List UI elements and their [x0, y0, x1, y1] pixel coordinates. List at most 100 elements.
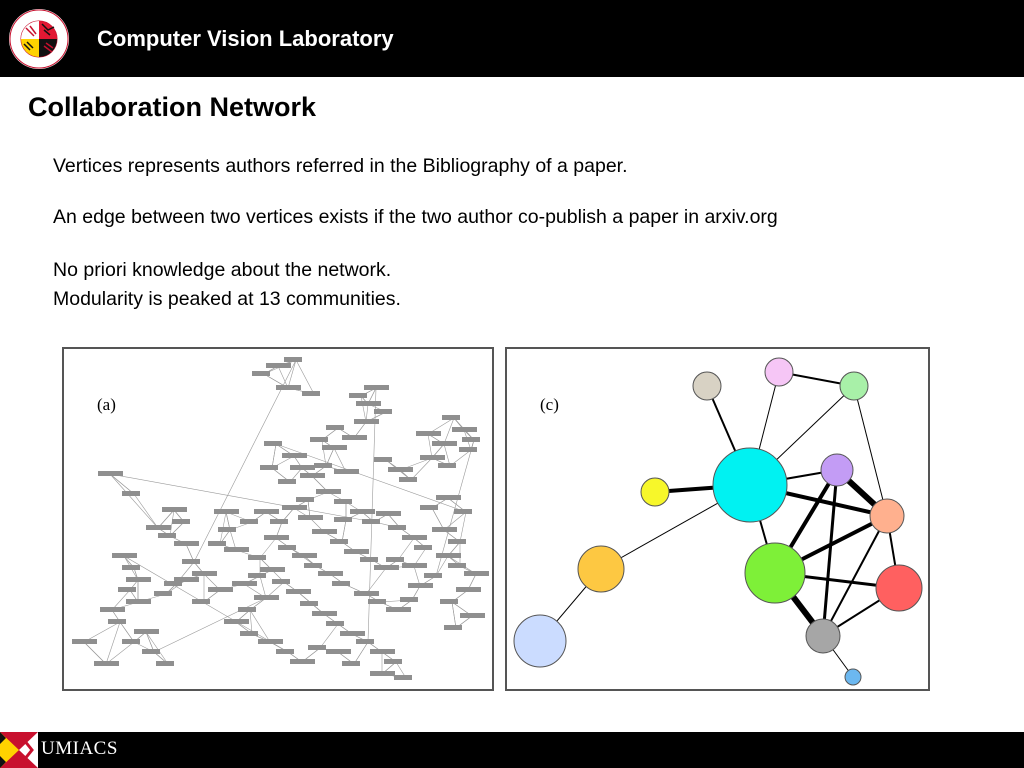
author-node	[334, 499, 352, 504]
author-node	[342, 661, 360, 666]
author-node	[264, 535, 289, 540]
author-edge	[413, 565, 421, 587]
figure-a-label: (a)	[97, 395, 116, 414]
author-node	[248, 573, 266, 578]
author-edge	[111, 589, 131, 611]
author-node	[214, 509, 239, 514]
author-edge	[451, 601, 457, 629]
author-node	[454, 509, 472, 514]
author-node	[304, 563, 322, 568]
author-node	[318, 571, 343, 576]
university-seal-icon	[9, 9, 69, 69]
author-node	[112, 553, 137, 558]
author-node	[122, 639, 140, 644]
author-node	[459, 447, 477, 452]
author-edge	[83, 621, 121, 643]
author-node	[302, 391, 320, 396]
author-edge	[333, 447, 347, 473]
author-node	[360, 557, 378, 562]
community-node	[712, 447, 788, 523]
author-node	[208, 587, 233, 592]
author-edge	[83, 641, 107, 665]
author-node	[448, 539, 466, 544]
author-node	[300, 601, 318, 606]
author-node	[290, 465, 315, 470]
author-node	[452, 427, 477, 432]
author-node	[440, 599, 458, 604]
author-node	[284, 357, 302, 362]
author-node	[282, 505, 307, 510]
author-node	[118, 587, 136, 592]
author-edge	[410, 457, 433, 481]
author-node	[432, 527, 457, 532]
lab-title: Computer Vision Laboratory	[97, 26, 394, 51]
author-node	[342, 435, 367, 440]
author-node	[374, 409, 392, 414]
author-edge	[319, 623, 339, 649]
author-node	[370, 671, 395, 676]
author-node	[370, 649, 395, 654]
author-node	[300, 473, 325, 478]
community-node	[869, 498, 905, 534]
author-node	[362, 519, 380, 524]
author-node	[349, 393, 367, 398]
author-node	[462, 437, 480, 442]
author-node	[356, 401, 381, 406]
author-edge	[360, 395, 367, 423]
author-node	[224, 619, 249, 624]
author-node	[344, 549, 369, 554]
bullet-edges: An edge between two vertices exists if t…	[53, 206, 778, 228]
author-node	[252, 371, 270, 376]
author-edge	[109, 473, 135, 495]
author-edge	[427, 433, 433, 459]
author-node	[192, 571, 217, 576]
author-node	[122, 491, 140, 496]
author-node	[326, 621, 344, 626]
community-node	[839, 371, 869, 401]
author-node	[438, 463, 456, 468]
author-node	[172, 519, 190, 524]
author-node	[296, 497, 314, 502]
figure-c-label: (c)	[540, 395, 559, 414]
author-node	[364, 385, 389, 390]
author-node	[420, 505, 438, 510]
bullet-modularity: Modularity is peaked at 13 communities.	[53, 288, 401, 310]
author-node	[98, 471, 123, 476]
community-graph-c	[513, 357, 923, 686]
author-node	[182, 559, 200, 564]
author-node	[394, 675, 412, 680]
author-node	[388, 467, 413, 472]
community-edge	[821, 469, 839, 637]
bullet-vertices: Vertices represents authors referred in …	[53, 155, 628, 177]
community-edge	[853, 385, 888, 517]
author-node	[260, 567, 285, 572]
author-node	[330, 539, 348, 544]
author-node	[384, 659, 402, 664]
author-node	[298, 515, 323, 520]
author-edge	[443, 443, 451, 467]
author-node	[308, 645, 326, 650]
author-node	[100, 607, 125, 612]
author-node	[264, 441, 282, 446]
network-graph-a	[72, 357, 489, 680]
author-edge	[431, 507, 445, 531]
author-node	[126, 599, 151, 604]
author-node	[156, 661, 174, 666]
footer-bar: UMIACS	[0, 732, 1024, 768]
author-node	[240, 631, 258, 636]
author-node	[310, 437, 328, 442]
author-node	[276, 649, 294, 654]
network-figure-a: (a)	[62, 347, 494, 691]
author-edge	[397, 537, 415, 561]
author-node	[334, 469, 359, 474]
author-node	[420, 455, 445, 460]
author-node	[254, 509, 279, 514]
author-edge	[249, 609, 271, 643]
community-node	[640, 477, 670, 507]
author-edge	[365, 567, 387, 595]
author-node	[162, 507, 187, 512]
community-node	[844, 668, 862, 686]
author-node	[456, 587, 481, 592]
author-node	[354, 591, 379, 596]
community-node	[820, 453, 854, 487]
